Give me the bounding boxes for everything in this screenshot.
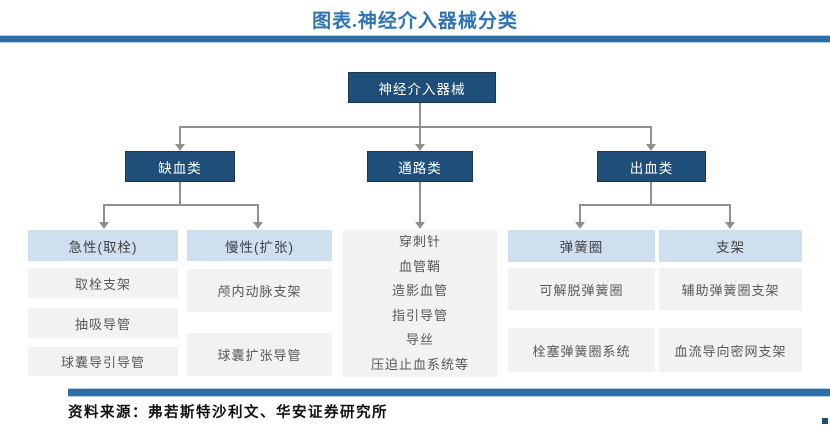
leaf-balloon-guide-catheter: 球囊导引导管 [28, 347, 178, 376]
list-item: 压迫止血系统等 [370, 356, 469, 372]
connector-ischemic-right-drop [257, 204, 259, 222]
arrowhead-to-hemorrhagic [646, 144, 656, 151]
bottom-divider-bar [68, 388, 830, 397]
list-item: 血管鞘 [398, 258, 441, 274]
leaf-aspiration-catheter: 抽吸导管 [28, 308, 178, 338]
root-node: 神经介入器械 [348, 72, 496, 103]
leaf-embolic-coil-system: 栓塞弹簧圈系统 [508, 328, 655, 372]
leaf-coil-assist-stent: 辅助弹簧圈支架 [659, 268, 802, 310]
connector-access-stem [419, 182, 421, 222]
list-item: 指引导管 [391, 307, 448, 323]
connector-ischemic-left-drop [103, 204, 105, 222]
list-item: 穿刺针 [398, 234, 441, 249]
branch-node-ischemic: 缺血类 [125, 151, 235, 182]
connector-root-mid-drop [419, 126, 421, 144]
connector-root-right-drop [650, 126, 652, 144]
source-note: 资料来源：弗若斯特沙利文、华安证券研究所 [68, 405, 388, 421]
subheader-chronic: 慢性(扩张) [187, 230, 332, 261]
top-divider-bar [0, 35, 830, 43]
arrowhead-to-acute [99, 222, 109, 229]
connector-root-left-drop [179, 126, 181, 144]
arrowhead-to-access [415, 144, 425, 151]
connector-root-stem [419, 103, 421, 127]
list-item: 造影血管 [391, 283, 448, 298]
leaf-balloon-dilation-catheter: 球囊扩张导管 [187, 333, 332, 376]
arrowhead-to-chronic [253, 222, 263, 229]
connector-ischemic-crossbar [103, 204, 259, 206]
corner-artifact [822, 418, 828, 424]
subheader-stent: 支架 [659, 230, 802, 262]
leaf-flow-diverter-stent: 血流导向密网支架 [659, 328, 802, 372]
branch-node-hemorrhagic: 出血类 [597, 151, 706, 182]
list-item: 导丝 [405, 332, 434, 347]
arrowhead-to-stent [725, 222, 735, 229]
arrowhead-to-access-list [415, 222, 425, 229]
branch-node-access: 通路类 [367, 151, 473, 182]
access-device-list: 穿刺针 血管鞘 造影血管 指引导管 导丝 压迫止血系统等 [343, 230, 497, 377]
connector-hemorrhagic-right-drop [729, 204, 731, 222]
connector-hemorrhagic-stem [650, 182, 652, 206]
leaf-thrombectomy-stent: 取栓支架 [28, 268, 178, 298]
subheader-coil: 弹簧圈 [508, 230, 655, 262]
arrowhead-to-coil [575, 222, 585, 229]
arrowhead-to-ischemic [175, 144, 185, 151]
figure-title: 图表.神经介入器械分类 [312, 11, 518, 32]
subheader-acute: 急性(取栓) [28, 230, 178, 261]
connector-root-crossbar [179, 126, 652, 128]
leaf-intracranial-artery-stent: 颅内动脉支架 [187, 269, 332, 312]
connector-hemorrhagic-crossbar [579, 204, 731, 206]
leaf-detachable-coil: 可解脱弹簧圈 [508, 268, 655, 310]
connector-hemorrhagic-left-drop [579, 204, 581, 222]
connector-ischemic-stem [179, 182, 181, 206]
